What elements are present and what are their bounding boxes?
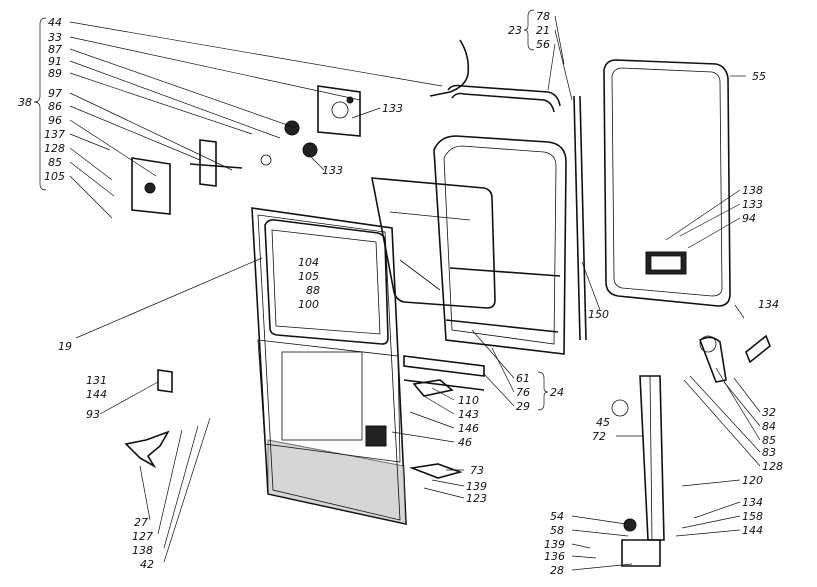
- callout-87: 87: [48, 43, 62, 56]
- callout-144a: 144: [86, 388, 107, 401]
- callout-139b: 139: [544, 538, 565, 551]
- callout-73: 73: [470, 464, 484, 477]
- callout-88: 88: [306, 284, 320, 297]
- callout-105: 105: [44, 170, 65, 183]
- window-frame: [433, 135, 567, 355]
- callout-91: 91: [48, 55, 62, 68]
- callout-85a: 85: [48, 156, 62, 169]
- callout-97: 97: [48, 87, 62, 100]
- callout-143: 143: [458, 408, 479, 421]
- callout-42: 42: [140, 558, 154, 571]
- callout-33: 33: [48, 31, 62, 44]
- callout-128a: 128: [44, 142, 65, 155]
- window-glass: [371, 177, 496, 309]
- callout-85b: 85: [762, 434, 776, 447]
- callout-83: 83: [762, 446, 776, 459]
- callout-86: 86: [48, 100, 62, 113]
- callout-100: 100: [298, 298, 319, 311]
- inner-panel: [603, 59, 731, 307]
- callout-56: 56: [536, 38, 550, 51]
- callout-labels: 44 33 87 91 89 38 97 86 96 137 128 85 10…: [18, 10, 783, 577]
- callout-72: 72: [592, 430, 606, 443]
- callout-38: 38: [18, 96, 32, 109]
- callout-58: 58: [550, 524, 564, 537]
- group-brackets: [33, 9, 549, 411]
- callout-134a: 134: [758, 298, 779, 311]
- callout-128b: 128: [762, 460, 783, 473]
- callout-133b: 133: [322, 164, 343, 177]
- callout-27: 27: [134, 516, 148, 529]
- callout-32: 32: [762, 406, 776, 419]
- callout-46: 46: [458, 436, 472, 449]
- callout-96: 96: [48, 114, 62, 127]
- rear-hardware: [611, 334, 771, 567]
- callout-44: 44: [48, 16, 62, 29]
- callout-110: 110: [458, 394, 479, 407]
- callout-146: 146: [458, 422, 479, 435]
- callout-89: 89: [48, 67, 62, 80]
- callout-134b: 134: [742, 496, 763, 509]
- callout-138b: 138: [132, 544, 153, 557]
- callout-139a: 139: [466, 480, 487, 493]
- callout-76: 76: [516, 386, 530, 399]
- callout-127: 127: [132, 530, 153, 543]
- callout-137: 137: [44, 128, 65, 141]
- callout-120: 120: [742, 474, 763, 487]
- callout-55: 55: [752, 70, 766, 83]
- callout-133c: 133: [742, 198, 763, 211]
- callout-28: 28: [550, 564, 564, 577]
- callout-104: 104: [298, 256, 319, 269]
- callout-93: 93: [86, 408, 100, 421]
- lock-assembly: [131, 39, 470, 215]
- callout-131: 131: [86, 374, 107, 387]
- channel-strip: [447, 84, 587, 341]
- callout-105b: 105: [298, 270, 319, 283]
- callout-133a: 133: [382, 102, 403, 115]
- callout-136: 136: [544, 550, 565, 563]
- callout-23: 23: [508, 24, 522, 37]
- leader-lines: [69, 15, 761, 571]
- callout-94: 94: [742, 212, 756, 225]
- callout-150: 150: [588, 308, 609, 321]
- callout-54: 54: [550, 510, 564, 523]
- callout-45: 45: [596, 416, 610, 429]
- callout-138a: 138: [742, 184, 763, 197]
- callout-123: 123: [466, 492, 487, 505]
- callout-84: 84: [762, 420, 776, 433]
- callout-21: 21: [536, 24, 550, 37]
- callout-144b: 144: [742, 524, 763, 537]
- callout-29: 29: [516, 400, 530, 413]
- callout-19: 19: [58, 340, 72, 353]
- main-door-panel: [251, 207, 407, 526]
- callout-78: 78: [536, 10, 550, 23]
- handle-and-brackets: [124, 355, 485, 479]
- callout-158: 158: [742, 510, 763, 523]
- callout-24: 24: [550, 386, 564, 399]
- callout-61: 61: [516, 372, 530, 385]
